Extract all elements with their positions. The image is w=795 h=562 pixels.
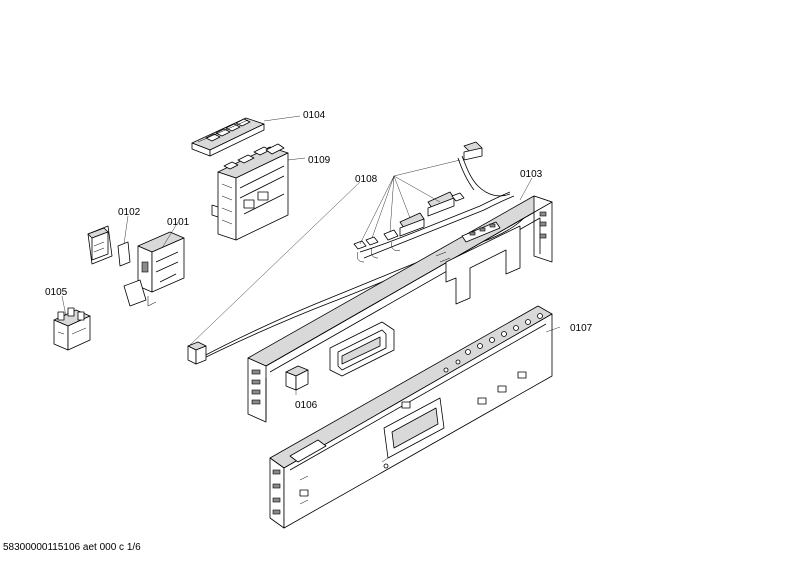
label-0101: 0101 xyxy=(167,217,190,228)
part-0109-electronic-module[interactable] xyxy=(211,143,289,241)
display-window xyxy=(329,321,395,377)
part-0102-switch-cover[interactable] xyxy=(87,225,131,267)
label-0107: 0107 xyxy=(570,323,593,334)
label-0108: 0108 xyxy=(355,174,378,185)
part-0105-terminal-block[interactable] xyxy=(53,307,91,351)
part-0106-cap[interactable] xyxy=(285,365,309,391)
label-0105: 0105 xyxy=(45,287,68,298)
drawing-code: 58300000115106 aet 000 c 1/6 xyxy=(3,542,141,553)
part-0101-door-switch[interactable] xyxy=(123,231,185,307)
part-0104-button-strip[interactable] xyxy=(191,117,265,157)
label-0103: 0103 xyxy=(520,169,543,180)
label-0102: 0102 xyxy=(118,207,141,218)
label-0104: 0104 xyxy=(303,110,326,121)
part-0103-control-panel-frame[interactable] xyxy=(247,195,553,423)
label-0106: 0106 xyxy=(295,400,318,411)
part-0107-control-panel-board[interactable] xyxy=(269,305,553,529)
label-0109: 0109 xyxy=(308,155,331,166)
leader-lines xyxy=(61,115,561,395)
part-0108-wire-harness[interactable] xyxy=(187,141,525,365)
